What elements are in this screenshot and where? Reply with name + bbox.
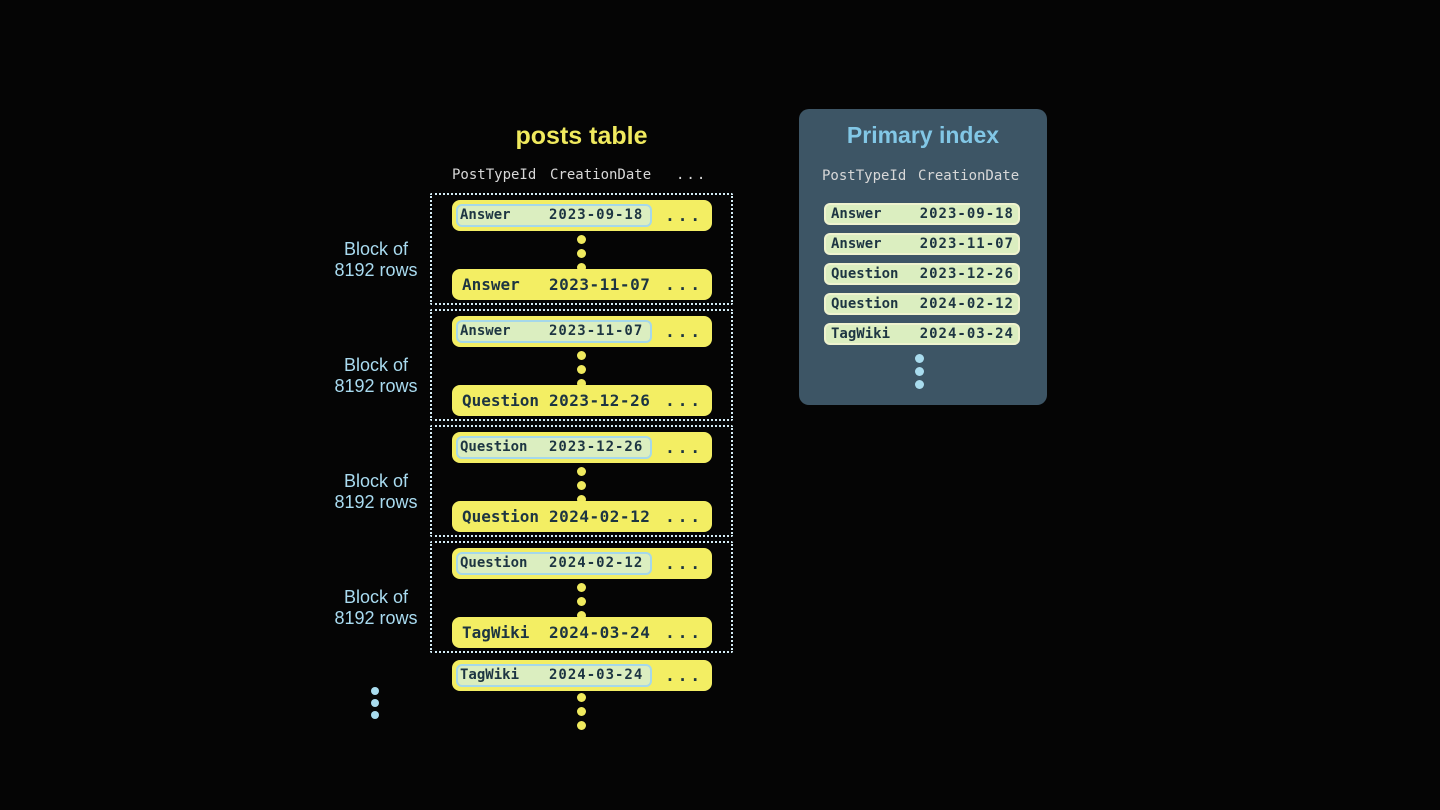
index-creationdate-value: 2023-12-26 bbox=[919, 266, 1014, 282]
table-block: Question 2024-02-12 ... TagWiki 2024-03-… bbox=[430, 541, 733, 653]
row-more-columns-ellipsis: ... bbox=[665, 623, 703, 642]
index-posttype-value: TagWiki bbox=[831, 326, 891, 342]
row-posttype-value: TagWiki bbox=[462, 623, 530, 642]
table-row-last: TagWiki 2024-03-24 ... bbox=[452, 617, 712, 648]
column-header-more-ellipsis: ... bbox=[676, 167, 708, 183]
index-highlight-chip bbox=[456, 204, 652, 227]
index-row: Answer 2023-09-18 bbox=[824, 203, 1020, 225]
row-creationdate-value: 2023-12-26 bbox=[549, 439, 644, 455]
table-row-last: Answer 2023-11-07 ... bbox=[452, 269, 712, 300]
row-creationdate-value: 2024-02-12 bbox=[549, 555, 644, 571]
row-creationdate-value: 2023-11-07 bbox=[549, 323, 644, 339]
index-creationdate-value: 2024-02-12 bbox=[919, 296, 1014, 312]
table-block: Answer 2023-09-18 ... Answer 2023-11-07 … bbox=[430, 193, 733, 305]
column-header-creationdate: CreationDate bbox=[550, 167, 652, 183]
index-row: Question 2024-02-12 bbox=[824, 293, 1020, 315]
primary-index-column-headers: PostTypeId CreationDate bbox=[822, 168, 1022, 186]
index-highlight-chip bbox=[456, 436, 652, 459]
column-header-posttypeid: PostTypeId bbox=[822, 168, 907, 184]
row-creationdate-value: 2024-03-24 bbox=[549, 623, 651, 642]
more-blocks-ellipsis-icon bbox=[371, 687, 379, 719]
row-posttype-value: Question bbox=[460, 555, 528, 571]
row-more-columns-ellipsis: ... bbox=[665, 322, 703, 341]
index-posttype-value: Question bbox=[831, 296, 899, 312]
row-posttype-value: Question bbox=[462, 391, 540, 410]
table-row-first: Answer 2023-09-18 ... bbox=[452, 200, 712, 231]
row-posttype-value: Answer bbox=[462, 275, 520, 294]
index-row: Answer 2023-11-07 bbox=[824, 233, 1020, 255]
table-row-first: Question 2024-02-12 ... bbox=[452, 548, 712, 579]
row-more-columns-ellipsis: ... bbox=[665, 507, 703, 526]
block-size-label: Block of 8192 rows bbox=[334, 239, 418, 280]
index-highlight-chip bbox=[456, 320, 652, 343]
table-row-last: Question 2023-12-26 ... bbox=[452, 385, 712, 416]
row-more-columns-ellipsis: ... bbox=[665, 275, 703, 294]
vertical-ellipsis-icon bbox=[577, 583, 586, 620]
row-creationdate-value: 2023-12-26 bbox=[549, 391, 651, 410]
row-more-columns-ellipsis: ... bbox=[665, 666, 703, 685]
row-posttype-value: Answer bbox=[460, 323, 511, 339]
row-more-columns-ellipsis: ... bbox=[665, 391, 703, 410]
more-index-rows-ellipsis-icon bbox=[915, 354, 924, 389]
row-more-columns-ellipsis: ... bbox=[665, 438, 703, 457]
row-creationdate-value: 2023-09-18 bbox=[549, 207, 644, 223]
table-block: Question 2023-12-26 ... Question 2024-02… bbox=[430, 425, 733, 537]
row-creationdate-value: 2024-03-24 bbox=[549, 667, 644, 683]
row-posttype-value: TagWiki bbox=[460, 667, 520, 683]
column-header-creationdate: CreationDate bbox=[918, 168, 1020, 184]
index-creationdate-value: 2024-03-24 bbox=[919, 326, 1014, 342]
block-size-label: Block of 8192 rows bbox=[334, 471, 418, 512]
vertical-ellipsis-icon bbox=[577, 467, 586, 504]
row-creationdate-value: 2023-11-07 bbox=[549, 275, 651, 294]
table-row-last: Question 2024-02-12 ... bbox=[452, 501, 712, 532]
row-more-columns-ellipsis: ... bbox=[665, 554, 703, 573]
table-row-first: Question 2023-12-26 ... bbox=[452, 432, 712, 463]
row-more-columns-ellipsis: ... bbox=[665, 206, 703, 225]
column-header-posttypeid: PostTypeId bbox=[452, 167, 537, 183]
index-posttype-value: Question bbox=[831, 266, 899, 282]
row-creationdate-value: 2024-02-12 bbox=[549, 507, 651, 526]
index-row: TagWiki 2024-03-24 bbox=[824, 323, 1020, 345]
posts-table-column-headers: PostTypeId CreationDate ... bbox=[452, 167, 732, 185]
next-block-first-row: TagWiki 2024-03-24 ... bbox=[452, 660, 712, 691]
table-block: Answer 2023-11-07 ... Question 2023-12-2… bbox=[430, 309, 733, 421]
row-posttype-value: Answer bbox=[460, 207, 511, 223]
index-highlight-chip bbox=[456, 664, 652, 687]
more-rows-ellipsis-icon bbox=[577, 693, 586, 730]
block-size-label: Block of 8192 rows bbox=[334, 587, 418, 628]
index-posttype-value: Answer bbox=[831, 206, 882, 222]
index-posttype-value: Answer bbox=[831, 236, 882, 252]
block-size-label: Block of 8192 rows bbox=[334, 355, 418, 396]
vertical-ellipsis-icon bbox=[577, 351, 586, 388]
index-highlight-chip bbox=[456, 552, 652, 575]
index-creationdate-value: 2023-11-07 bbox=[919, 236, 1014, 252]
primary-index-title: Primary index bbox=[846, 122, 1000, 148]
index-row: Question 2023-12-26 bbox=[824, 263, 1020, 285]
row-posttype-value: Question bbox=[462, 507, 540, 526]
primary-index-panel: Primary index PostTypeId CreationDate An… bbox=[799, 109, 1047, 405]
row-posttype-value: Question bbox=[460, 439, 528, 455]
index-creationdate-value: 2023-09-18 bbox=[919, 206, 1014, 222]
table-row-first: Answer 2023-11-07 ... bbox=[452, 316, 712, 347]
vertical-ellipsis-icon bbox=[577, 235, 586, 272]
posts-table-title: posts table bbox=[515, 122, 648, 150]
